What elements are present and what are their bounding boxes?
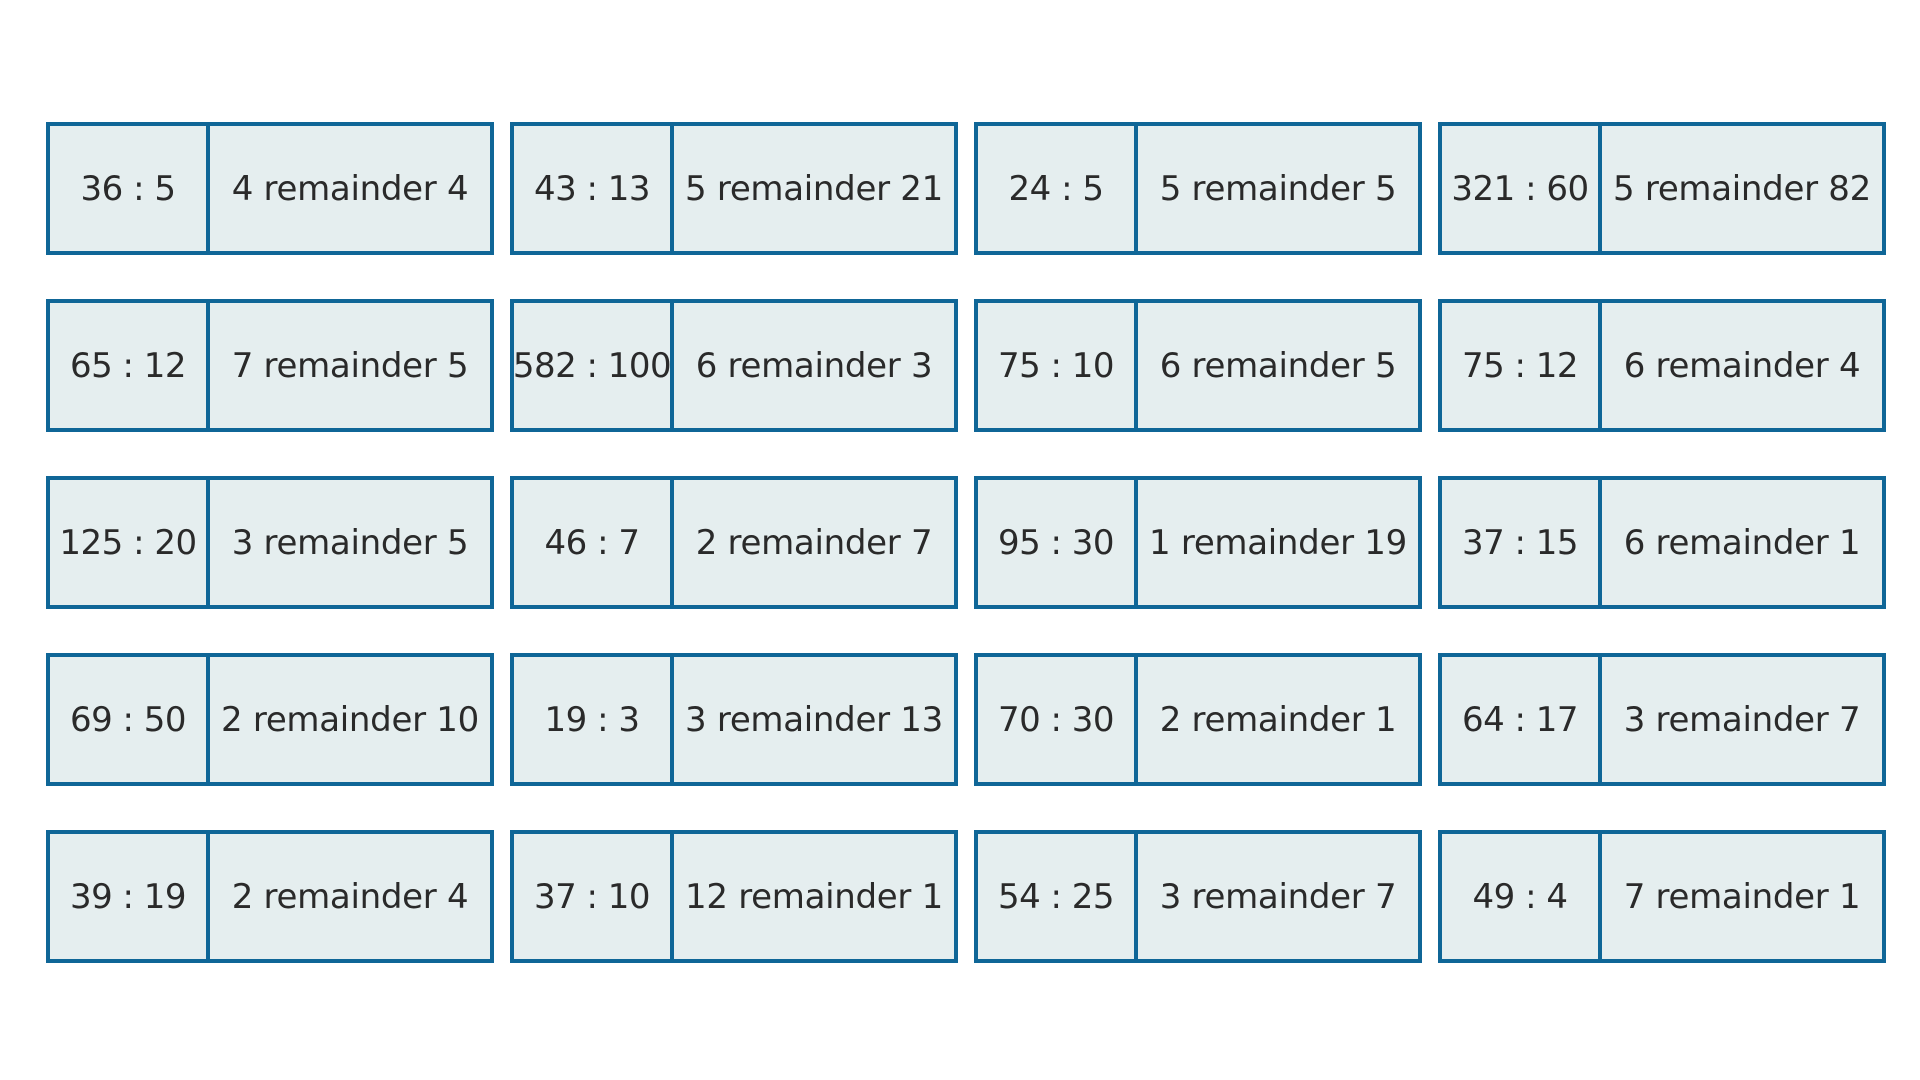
division-problem: 24 : 5	[978, 126, 1138, 251]
division-card[interactable]: 46 : 7 2 remainder 7	[510, 476, 958, 609]
division-card[interactable]: 54 : 25 3 remainder 7	[974, 830, 1422, 963]
division-card[interactable]: 69 : 50 2 remainder 10	[46, 653, 494, 786]
division-card[interactable]: 70 : 30 2 remainder 1	[974, 653, 1422, 786]
card-grid: 36 : 5 4 remainder 4 43 : 13 5 remainder…	[46, 122, 1886, 963]
division-answer: 4 remainder 4	[231, 168, 469, 209]
division-card[interactable]: 19 : 3 3 remainder 13	[510, 653, 958, 786]
division-answer: 3 remainder 7	[1159, 876, 1397, 917]
division-card[interactable]: 65 : 12 7 remainder 5	[46, 299, 494, 432]
division-problem: 49 : 4	[1442, 834, 1602, 959]
division-problem: 65 : 12	[50, 303, 210, 428]
division-card[interactable]: 39 : 19 2 remainder 4	[46, 830, 494, 963]
division-card[interactable]: 125 : 20 3 remainder 5	[46, 476, 494, 609]
division-card[interactable]: 43 : 13 5 remainder 21	[510, 122, 958, 255]
division-card[interactable]: 582 : 100 6 remainder 3	[510, 299, 958, 432]
division-card[interactable]: 37 : 15 6 remainder 1	[1438, 476, 1886, 609]
division-answer: 7 remainder 5	[231, 345, 469, 386]
division-problem: 75 : 12	[1442, 303, 1602, 428]
division-answer: 6 remainder 5	[1159, 345, 1397, 386]
division-answer: 6 remainder 4	[1623, 345, 1861, 386]
division-answer: 12 remainder 1	[685, 876, 943, 917]
division-answer: 5 remainder 21	[685, 168, 943, 209]
division-answer: 6 remainder 1	[1623, 522, 1861, 563]
division-card[interactable]: 321 : 60 5 remainder 82	[1438, 122, 1886, 255]
division-answer: 2 remainder 10	[221, 699, 479, 740]
division-problem: 54 : 25	[978, 834, 1138, 959]
division-answer: 2 remainder 4	[231, 876, 469, 917]
division-card[interactable]: 64 : 17 3 remainder 7	[1438, 653, 1886, 786]
division-card[interactable]: 36 : 5 4 remainder 4	[46, 122, 494, 255]
division-problem: 70 : 30	[978, 657, 1138, 782]
division-problem: 125 : 20	[50, 480, 210, 605]
division-answer: 3 remainder 5	[231, 522, 469, 563]
division-problem: 36 : 5	[50, 126, 210, 251]
division-answer: 1 remainder 19	[1149, 522, 1407, 563]
division-problem: 37 : 15	[1442, 480, 1602, 605]
division-card[interactable]: 95 : 30 1 remainder 19	[974, 476, 1422, 609]
division-problem: 75 : 10	[978, 303, 1138, 428]
division-card[interactable]: 75 : 10 6 remainder 5	[974, 299, 1422, 432]
division-problem: 64 : 17	[1442, 657, 1602, 782]
division-problem: 321 : 60	[1442, 126, 1602, 251]
division-problem: 43 : 13	[514, 126, 674, 251]
division-answer: 2 remainder 1	[1159, 699, 1397, 740]
division-problem: 19 : 3	[514, 657, 674, 782]
division-answer: 2 remainder 7	[695, 522, 933, 563]
division-problem: 582 : 100	[514, 303, 674, 428]
division-problem: 46 : 7	[514, 480, 674, 605]
division-answer: 7 remainder 1	[1623, 876, 1861, 917]
division-problem: 37 : 10	[514, 834, 674, 959]
division-problem: 69 : 50	[50, 657, 210, 782]
division-card[interactable]: 75 : 12 6 remainder 4	[1438, 299, 1886, 432]
division-answer: 3 remainder 13	[685, 699, 943, 740]
division-problem: 95 : 30	[978, 480, 1138, 605]
division-card[interactable]: 49 : 4 7 remainder 1	[1438, 830, 1886, 963]
division-answer: 5 remainder 5	[1159, 168, 1397, 209]
division-answer: 6 remainder 3	[695, 345, 933, 386]
division-card[interactable]: 24 : 5 5 remainder 5	[974, 122, 1422, 255]
division-answer: 5 remainder 82	[1613, 168, 1871, 209]
division-card[interactable]: 37 : 10 12 remainder 1	[510, 830, 958, 963]
division-answer: 3 remainder 7	[1623, 699, 1861, 740]
division-problem: 39 : 19	[50, 834, 210, 959]
